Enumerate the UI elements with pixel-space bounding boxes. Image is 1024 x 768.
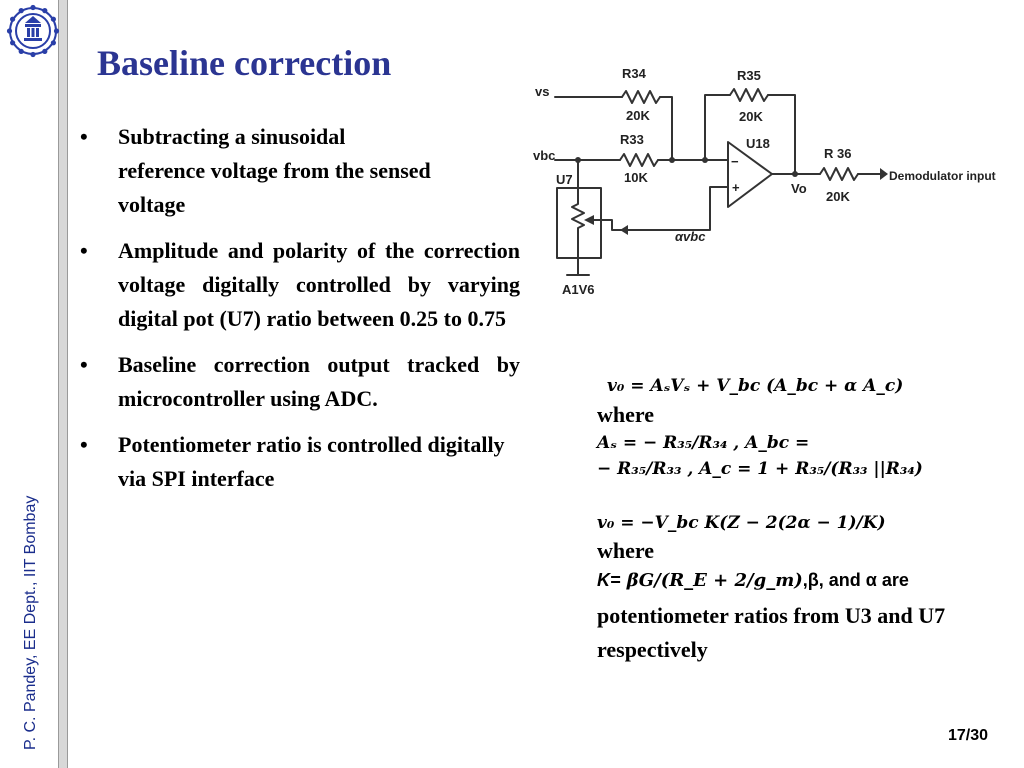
sidebar-bar bbox=[58, 0, 68, 768]
equation-v0-k: v₀ = −V_bc K(Z − 2(2α − 1)/K) bbox=[597, 513, 886, 533]
slide-number: 17/30 bbox=[948, 727, 989, 744]
slide-title: Baseline correction bbox=[97, 43, 392, 83]
where-label: where bbox=[597, 402, 655, 427]
equation-gain-as-abc: Aₛ = − R₃₅/R₃₄ , A_bc = bbox=[597, 433, 810, 453]
equation-k-definition: K= βG/(R_E + 2/g_m),β, and α are bbox=[597, 566, 1017, 595]
label-r36: R 36 bbox=[824, 146, 851, 161]
equations-block: v₀ = AₛVₛ + V_bc (A_bc + α A_c) where Aₛ… bbox=[597, 372, 1017, 667]
resistor-r34 bbox=[621, 90, 661, 104]
bullet-marker: • bbox=[80, 432, 88, 457]
label-u18: U18 bbox=[746, 136, 770, 151]
label-vs: vs bbox=[535, 84, 549, 99]
label-r35-value: 20K bbox=[739, 109, 763, 124]
bullet-list: • Subtracting a sinusoidal reference vol… bbox=[80, 120, 520, 508]
bullet-marker: • bbox=[80, 238, 88, 263]
bullet-item: • Potentiometer ratio is controlled digi… bbox=[80, 428, 520, 496]
bullet-text: Baseline correction output tracked by mi… bbox=[118, 352, 520, 411]
equation-v0: v₀ = AₛVₛ + V_bc (A_bc + α A_c) bbox=[607, 376, 904, 396]
label-opamp-minus: − bbox=[731, 154, 739, 169]
bullet-item: • Amplitude and polarity of the correcti… bbox=[80, 234, 520, 336]
equation-gain-ac: − R₃₅/R₃₃ , A_c = 1 + R₃₅/(R₃₃ ||R₃₄) bbox=[597, 459, 923, 479]
bullet-text: Potentiometer ratio is controlled digita… bbox=[118, 432, 505, 491]
k-suffix: ,β, and α are bbox=[802, 570, 909, 590]
label-vo: Vo bbox=[791, 181, 807, 196]
bullet-marker: • bbox=[80, 352, 88, 377]
where-label: where bbox=[597, 538, 655, 563]
label-vbc: vbc bbox=[533, 148, 555, 163]
label-r35: R35 bbox=[737, 68, 761, 83]
resistor-r35 bbox=[729, 88, 769, 102]
iit-bombay-logo-icon bbox=[6, 4, 60, 58]
label-r33-value: 10K bbox=[624, 170, 648, 185]
opamp-u18 bbox=[727, 141, 773, 208]
bullet-item: • Subtracting a sinusoidal reference vol… bbox=[80, 120, 520, 222]
label-r34: R34 bbox=[622, 66, 647, 81]
label-r33: R33 bbox=[620, 132, 644, 147]
label-r34-value: 20K bbox=[626, 108, 650, 123]
k-expression: βG/(R_E + 2/g_m) bbox=[626, 570, 803, 591]
bullet-text: Subtracting a sinusoidal reference volta… bbox=[118, 124, 431, 217]
label-a1v6: A1V6 bbox=[562, 282, 595, 297]
label-u7: U7 bbox=[556, 172, 573, 187]
label-alpha-vbc: αvbc bbox=[675, 229, 706, 244]
bullet-text: Amplitude and polarity of the correction… bbox=[118, 238, 520, 331]
wire-r34-node bbox=[659, 96, 673, 161]
k-prefix: K= bbox=[597, 570, 621, 590]
wire-feedback-left bbox=[704, 94, 731, 161]
bullet-item: • Baseline correction output tracked by … bbox=[80, 348, 520, 416]
label-demodulator-input: Demodulator input bbox=[889, 169, 996, 183]
wire-feedback-right bbox=[767, 94, 796, 174]
potentiometer-note: potentiometer ratios from U3 and U7 resp… bbox=[597, 603, 946, 662]
author-credit: P. C. Pandey, EE Dept., IIT Bombay bbox=[22, 495, 39, 750]
bullet-marker: • bbox=[80, 124, 88, 149]
wire-wiper bbox=[589, 186, 729, 231]
resistor-r36 bbox=[819, 167, 859, 181]
circuit-diagram: vs vbc R34 20K R33 10K R35 20K U18 − + V… bbox=[533, 66, 996, 297]
pot-u7 bbox=[571, 195, 585, 259]
label-r36-value: 20K bbox=[826, 189, 850, 204]
label-opamp-plus: + bbox=[732, 180, 740, 195]
left-sidebar: P. C. Pandey, EE Dept., IIT Bombay bbox=[0, 0, 70, 768]
resistor-r33 bbox=[619, 153, 659, 167]
